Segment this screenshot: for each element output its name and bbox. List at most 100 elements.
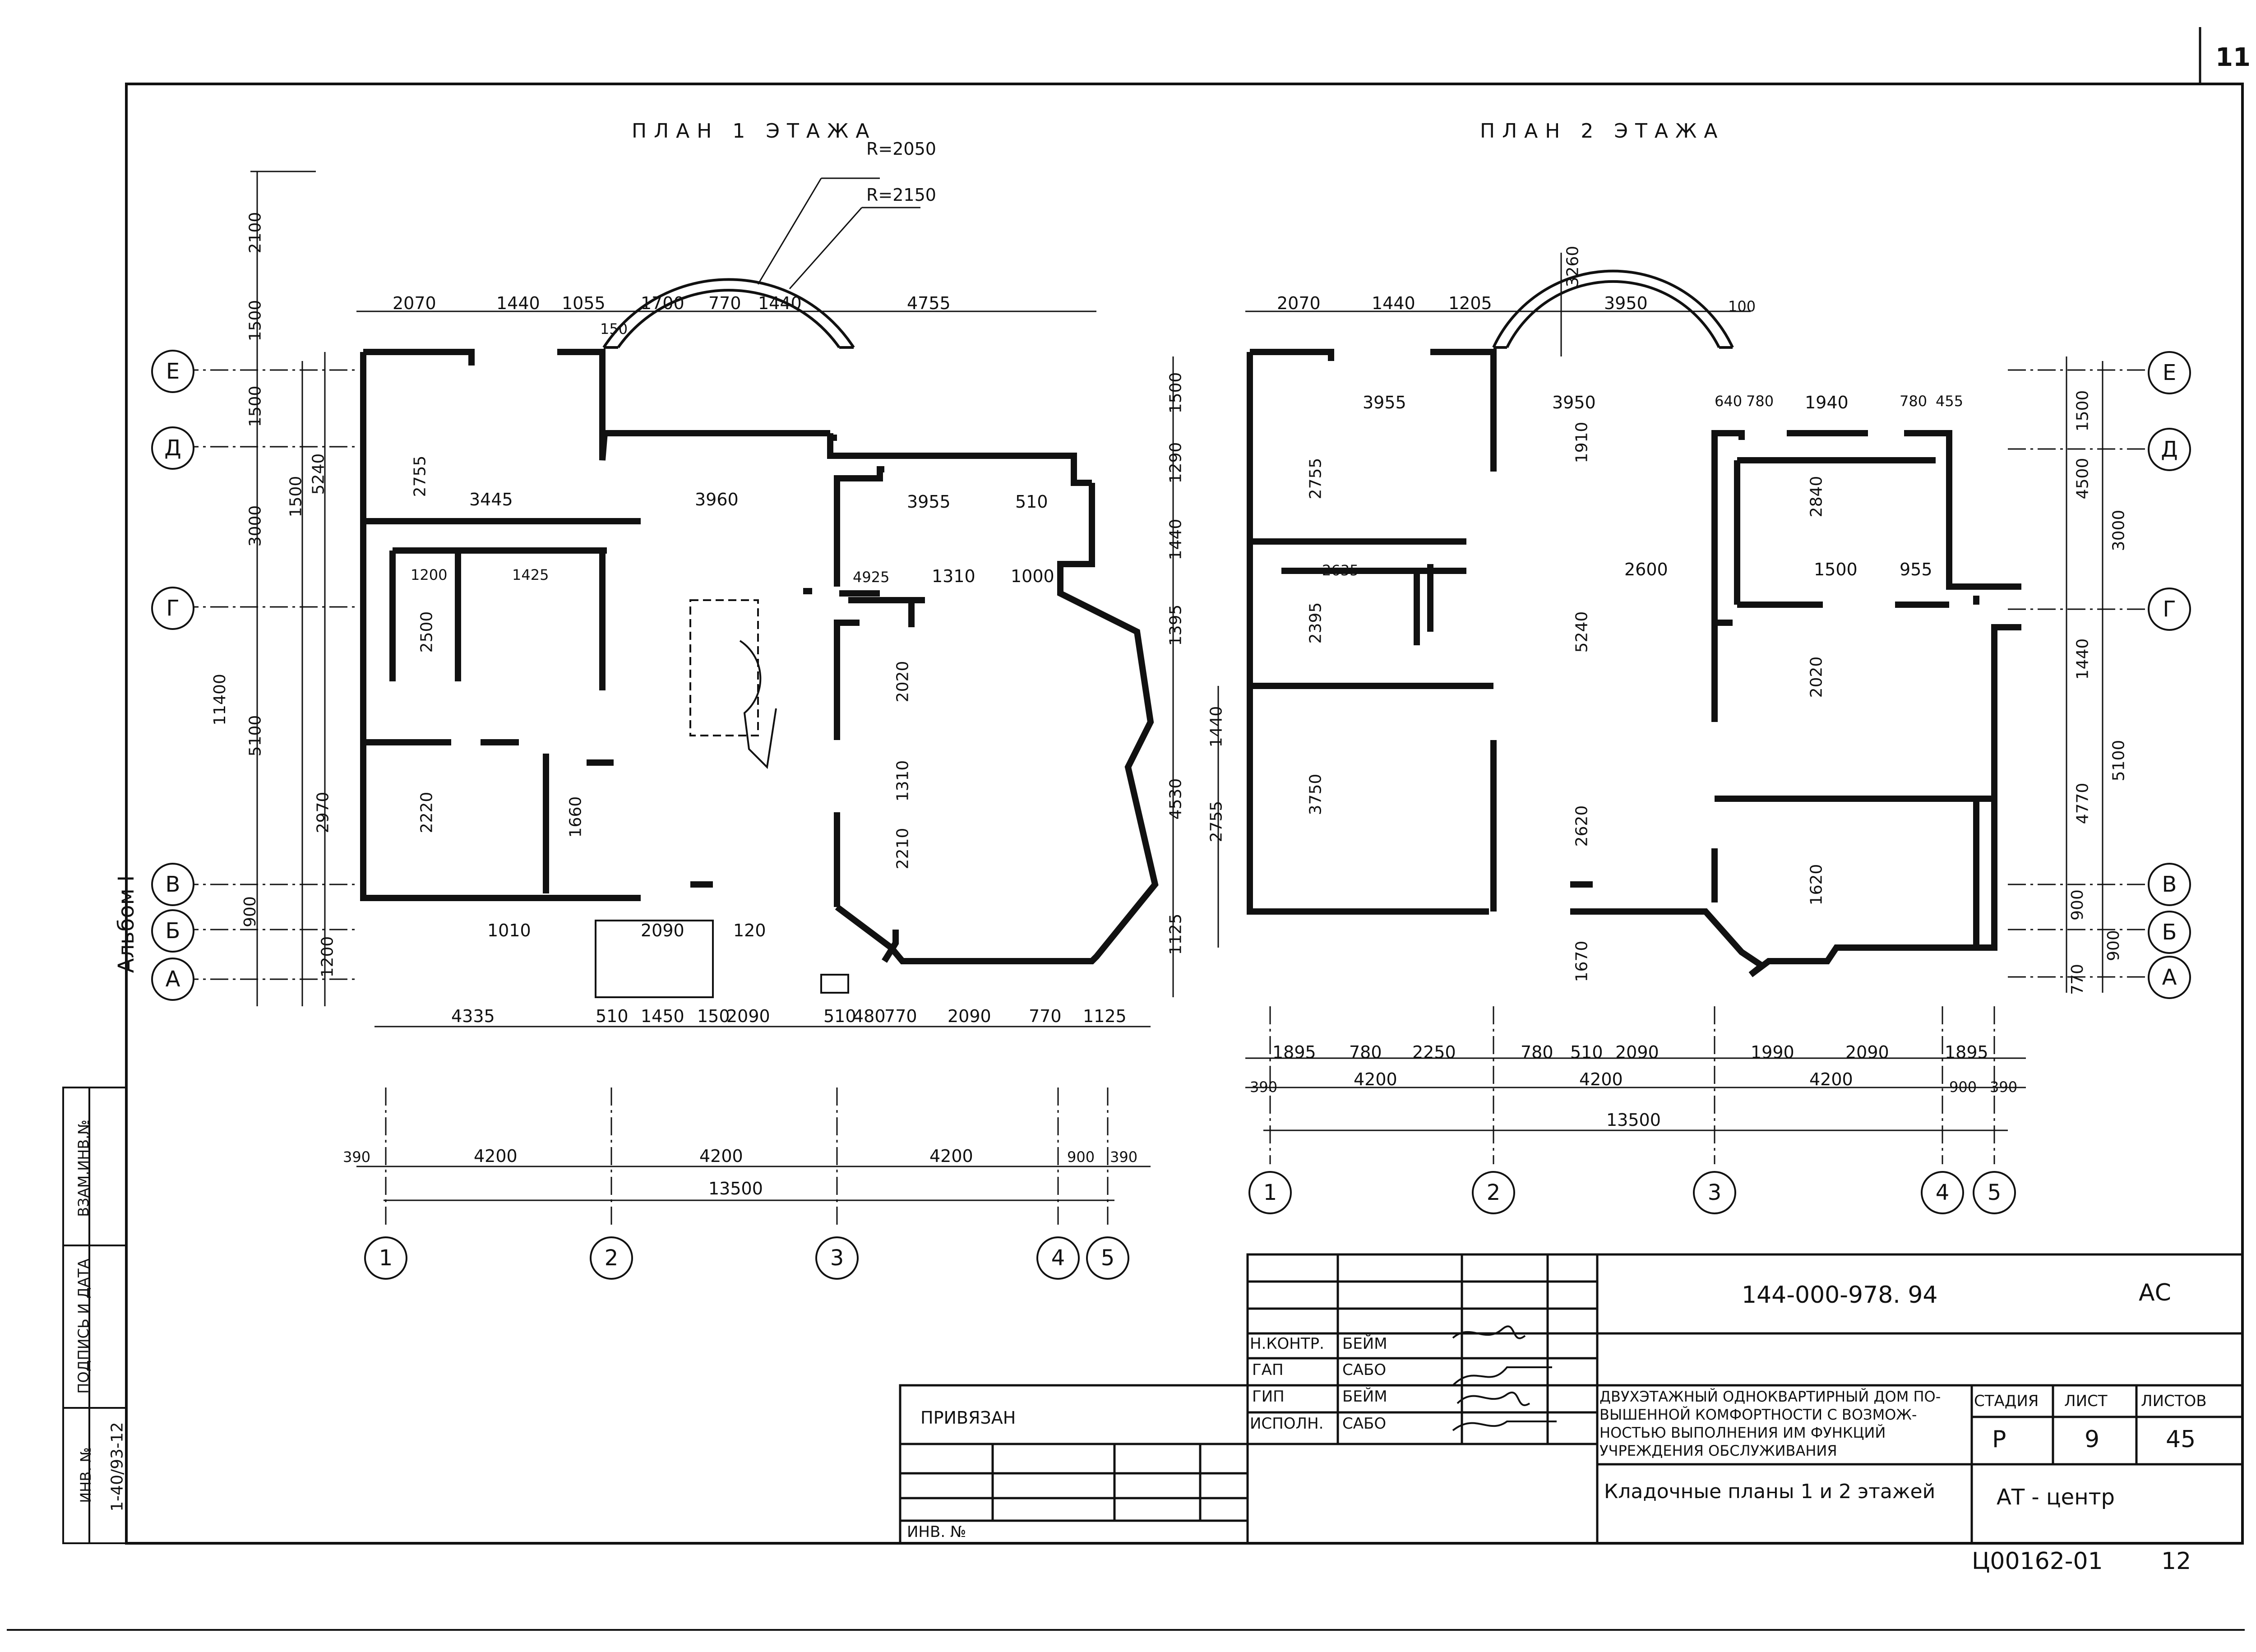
f2-right-dim: 5100 xyxy=(2109,740,2128,782)
axis-col-4-floor2: 4 xyxy=(1921,1171,1964,1214)
axis-col-1-floor2: 1 xyxy=(1248,1171,1292,1214)
floor2-plan-walls xyxy=(1247,349,2021,977)
f2-inner-dim: 2635 xyxy=(1322,562,1359,579)
f2-axis-dim: 390 xyxy=(1250,1078,1278,1096)
side-stamp-grid xyxy=(62,1087,127,1544)
f1-bottom-dim: 2090 xyxy=(726,1006,770,1026)
sheet-header: ЛИСТ xyxy=(2064,1392,2108,1410)
stage-header: СТАДИЯ xyxy=(1974,1392,2039,1410)
f2-axis-dim: 4200 xyxy=(1354,1069,1397,1089)
axis-col-3-floor2: 3 xyxy=(1693,1171,1736,1214)
floor1-axis-leaders xyxy=(180,369,1109,1227)
f1-top-dim: 150 xyxy=(600,320,628,338)
bottom-page: 12 xyxy=(2161,1548,2191,1575)
f2-inner-dim: 2020 xyxy=(1807,656,1826,698)
f2-right-dim: 1440 xyxy=(2073,638,2092,680)
f2-axis-dim: 4200 xyxy=(1809,1069,1853,1089)
f1-bottom-dim: 2090 xyxy=(948,1006,991,1026)
floor2-plan-title: ПЛАН 2 ЭТАЖА xyxy=(1480,120,1725,143)
floor2-axis-leaders xyxy=(1269,369,2148,1164)
f1-left-dim: 1500 xyxy=(246,385,265,427)
f2-bottom-dim: 1990 xyxy=(1751,1042,1794,1062)
f1-bottom-dim: 770 xyxy=(884,1006,917,1026)
f2-inner-dim: 2755 xyxy=(1306,458,1325,500)
role-ispoln: ИСПОЛН. xyxy=(1250,1415,1324,1433)
f1-inner-dim: 1310 xyxy=(932,566,975,586)
stamp-vzam-inv: ВЗАМ.ИНВ.№ xyxy=(75,1120,92,1217)
axis-row-e-right: Е xyxy=(2148,351,2191,394)
f2-inner-dim: 2755 xyxy=(1207,801,1226,842)
f1-inner-dim: 2090 xyxy=(641,921,684,940)
name-ispoln: САБО xyxy=(1342,1415,1387,1433)
f2-inner-dim: 955 xyxy=(1900,560,1932,579)
f1-left-dim: 1500 xyxy=(287,476,305,518)
f1-inner-dim: 2500 xyxy=(417,611,436,653)
privyazan-label: ПРИВЯЗАН xyxy=(920,1408,1016,1428)
f1-axis-dim: 4200 xyxy=(699,1146,743,1166)
f1-inner-dim: 3960 xyxy=(695,490,739,509)
f2-right-dim: 770 xyxy=(2068,964,2087,995)
f2-inner-dim: 2840 xyxy=(1807,476,1826,518)
f1-left-dim: 3000 xyxy=(246,505,265,547)
f1-left-dim: 2100 xyxy=(246,212,265,254)
f1-inner-dim: 2220 xyxy=(417,791,436,833)
f2-inner-dim: 455 xyxy=(1936,393,1964,410)
axis-col-5-floor2: 5 xyxy=(1973,1171,2016,1214)
axis-row-d-left: Д xyxy=(151,426,194,470)
f2-inner-dim: 5240 xyxy=(1572,611,1591,653)
f1-axis-dim: 390 xyxy=(1110,1148,1138,1166)
f1-inner-dim: 1010 xyxy=(487,921,531,940)
f2-inner-dim: 1910 xyxy=(1572,421,1591,463)
f1-left-dim: 5240 xyxy=(309,453,328,495)
f1-top-dim: 4755 xyxy=(907,293,951,313)
f2-inner-dim: 1940 xyxy=(1805,393,1849,412)
floor2-dimension-lines xyxy=(1217,253,2103,1131)
album-label: Альбом I xyxy=(114,875,139,973)
f1-inner-dim: 1000 xyxy=(1011,566,1054,586)
f2-right-dim: 900 xyxy=(2104,930,2123,961)
name-n-kontr: БЕЙМ xyxy=(1342,1335,1387,1353)
f1-top-dim: 770 xyxy=(708,293,741,313)
f1-inner-dim: 3955 xyxy=(907,492,951,512)
f2-top-dim: 3950 xyxy=(1604,293,1648,313)
f2-inner-dim: 1500 xyxy=(1814,560,1858,579)
f2-right-dim: 3000 xyxy=(2109,509,2128,551)
f2-right-dim: 4500 xyxy=(2073,458,2092,500)
f2-right-dim: 1500 xyxy=(2073,390,2092,432)
f1-top-dim: 2070 xyxy=(393,293,436,313)
signatures xyxy=(1452,1325,1557,1431)
f1-axis-dim: 4200 xyxy=(929,1146,973,1166)
f2-axis-dim: 390 xyxy=(1990,1078,2018,1096)
f2-bottom-dim: 1895 xyxy=(1272,1042,1316,1062)
f1-axis-dim: 4200 xyxy=(474,1146,518,1166)
role-gip: ГИП xyxy=(1252,1388,1285,1406)
f1-left-dim: 2970 xyxy=(314,791,333,833)
f2-axis-dim: 4200 xyxy=(1579,1069,1623,1089)
f1-axis-dim: 900 xyxy=(1067,1148,1095,1166)
f1-bottom-dim: 4335 xyxy=(451,1006,495,1026)
f1-top-dim: 1055 xyxy=(562,293,606,313)
axis-row-g-right: Г xyxy=(2148,588,2191,631)
floor1-plan-walls xyxy=(360,349,1159,964)
f2-right-dim: 900 xyxy=(2068,889,2087,921)
f1-left-dim: 1200 xyxy=(318,936,337,978)
project-name-line-1: ДВУХЭТАЖНЫЙ ОДНОКВАРТИРНЫЙ ДОМ ПО- xyxy=(1600,1388,1941,1405)
stage-value: Р xyxy=(1992,1426,2006,1453)
f1-left-dim: 900 xyxy=(240,896,259,927)
axis-row-e-left: Е xyxy=(151,350,194,393)
f1-bottom-dim: 480 xyxy=(853,1006,886,1026)
stamp-inv-value: 1-40/93-12 xyxy=(108,1422,127,1512)
stamp-podpis: ПОДПИСЬ И ДАТА xyxy=(75,1259,92,1394)
axis-row-v-left: В xyxy=(151,863,194,906)
doc-code: 144-000-978. 94 xyxy=(1742,1282,1938,1309)
project-name-line-3: НОСТЬЮ ВЫПОЛНЕНИЯ ИМ ФУНКЦИЙ xyxy=(1600,1424,1886,1441)
f2-inner-dim: 780 xyxy=(1746,393,1774,410)
f2-top-dim: 100 xyxy=(1728,298,1756,315)
f1-inner-dim: 2755 xyxy=(411,455,430,497)
sheets-header: ЛИСТОВ xyxy=(2141,1392,2207,1410)
bottom-code: Ц00162-01 xyxy=(1972,1548,2103,1575)
f1-right-dim: 1500 xyxy=(1166,372,1185,414)
radius-label-1: R=2050 xyxy=(866,139,936,159)
f1-inner-dim: 1200 xyxy=(411,566,448,583)
f1-right-dim: 1290 xyxy=(1166,442,1185,484)
